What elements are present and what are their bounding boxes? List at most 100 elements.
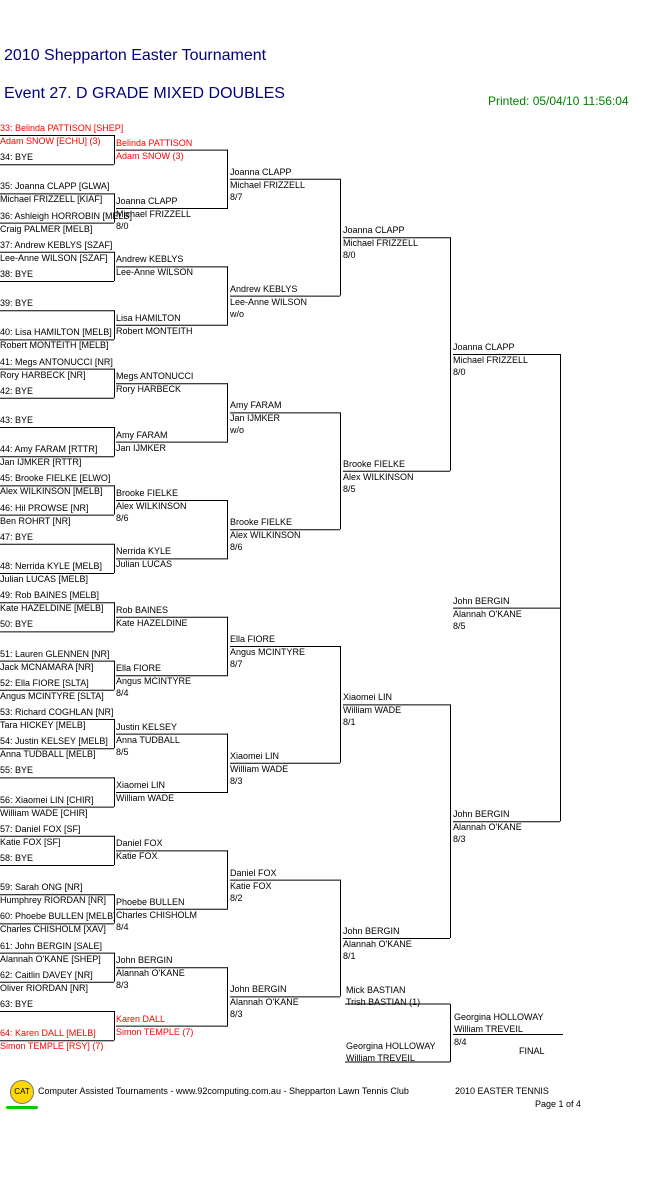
r3-entry-2-player-b: Lee-Anne WILSON (230, 296, 308, 307)
r1-entry-59-player-a: 59: Sarah ONG [NR] (0, 882, 83, 893)
r2-entry-3-player-a: Andrew KEBLYS (116, 254, 184, 265)
r1-entry-51-player-b: Jack MCNAMARA [NR] (0, 661, 94, 672)
r1-entry-51-player-a: 51: Lauren GLENNEN [NR] (0, 648, 110, 659)
r6-entry-player-a: John BERGIN (453, 595, 510, 606)
r2-entry-14-player-a: Phoebe BULLEN (116, 896, 185, 907)
r2-entry-7-score: 8/6 (116, 513, 129, 523)
r1-entry-57-player-b: Katie FOX [SF] (0, 836, 61, 847)
r4-entry-2-player-a: Brooke FIELKE (343, 458, 406, 469)
r3-entry-7-player-a: Daniel FOX (230, 867, 277, 878)
r3-entry-6-score: 8/3 (230, 775, 243, 786)
r2-entry-14-score: 8/4 (116, 921, 129, 932)
r4-entry-2-player-b: Alex WILKINSON (343, 471, 414, 482)
r4-entry-4-score: 8/1 (343, 951, 356, 961)
final-top-player-b: Trish BASTIAN (1) (346, 997, 421, 1007)
r2-entry-16-player-b: Simon TEMPLE (7) (116, 1026, 194, 1037)
r4-entry-3-score: 8/1 (343, 717, 356, 728)
r3-entry-7-score: 8/2 (230, 892, 243, 903)
r3-entry-1-player-a: Joanna CLAPP (230, 166, 292, 177)
r1-entry-46-player-a: 46: Hil PROWSE [NR] (0, 502, 89, 513)
r1-entry-36-player-b: Craig PALMER [MELB] (0, 223, 93, 234)
r1-entry-35-player-a: 35: Joanna CLAPP [GLWA] (0, 181, 110, 192)
r1-entry-42-player-a: 42: BYE (0, 385, 34, 396)
r3-entry-5-player-b: Angus MCINTYRE (230, 647, 306, 657)
r2-entry-8-player-b: Julian LUCAS (116, 559, 173, 570)
r1-entry-64-player-b: Simon TEMPLE [RSY] (7) (0, 1041, 104, 1052)
r3-entry-4-player-a: Brooke FIELKE (230, 517, 293, 528)
r1-entry-45-player-b: Alex WILKINSON [MELB] (0, 486, 103, 497)
r2-entry-3-player-b: Lee-Anne WILSON (116, 267, 194, 278)
r1-entry-55-player-a: 55: BYE (0, 765, 34, 776)
final-winner-score: 8/4 (454, 1037, 467, 1047)
event-title: Event 27. D GRADE MIXED DOUBLES (4, 85, 285, 102)
r2-entry-15-player-a: John BERGIN (116, 955, 173, 966)
r2-entry-15-score: 8/3 (116, 980, 129, 991)
r1-entry-39-player-a: 39: BYE (0, 298, 34, 309)
r2-entry-6-player-a: Amy FARAM (116, 429, 168, 440)
r2-entry-14-player-b: Charles CHISHOLM (116, 909, 198, 920)
r5-entry-1-player-b: Michael FRIZZELL (453, 355, 529, 365)
r1-entry-35-player-b: Michael FRIZZELL [KIAF] (0, 194, 103, 205)
r1-entry-52-player-a: 52: Ella FIORE [SLTA] (0, 677, 89, 688)
r3-entry-5-player-a: Ella FIORE (230, 634, 276, 644)
final-bottom-player-b: William TREVEIL (346, 1053, 415, 1063)
r3-entry-6-player-b: William WADE (230, 763, 289, 774)
r2-entry-7-player-a: Brooke FIELKE (116, 488, 179, 498)
r2-entry-10-player-a: Ella FIORE (116, 663, 162, 674)
r1-entry-60-player-a: 60: Phoebe BULLEN [MELB] (0, 911, 116, 922)
r4-entry-2-score: 8/5 (343, 483, 356, 494)
r1-entry-47-player-a: 47: BYE (0, 531, 34, 542)
r3-entry-5-score: 8/7 (230, 659, 243, 669)
printed-timestamp: Printed: 05/04/10 11:56:04 (488, 94, 629, 108)
r2-entry-6-player-b: Jan IJMKER (116, 442, 167, 453)
r2-entry-8-player-a: Nerrida KYLE (116, 546, 172, 557)
r2-entry-5-player-a: Megs ANTONUCCI (116, 371, 194, 382)
footer-tournament: 2010 EASTER TENNIS (455, 1086, 549, 1096)
r2-entry-7-player-b: Alex WILKINSON (116, 501, 187, 511)
logo-underline (6, 1106, 38, 1109)
r4-entry-1-player-b: Michael FRIZZELL (343, 238, 419, 249)
final-top-player-a: Mick BASTIAN (346, 985, 406, 995)
r6-entry-score: 8/5 (453, 620, 466, 631)
r1-entry-44-player-a: 44: Amy FARAM [RTTR] (0, 444, 98, 455)
r5-entry-2-score: 8/3 (453, 834, 466, 845)
r4-entry-3-player-a: Xiaomei LIN (343, 692, 393, 703)
r1-entry-57-player-a: 57: Daniel FOX [SF] (0, 823, 81, 834)
r2-entry-11-score: 8/5 (116, 746, 129, 757)
r1-entry-43-player-a: 43: BYE (0, 415, 34, 425)
r3-entry-6-player-a: Xiaomei LIN (230, 750, 280, 761)
r1-entry-45-player-a: 45: Brooke FIELKE [ELWO] (0, 473, 111, 484)
r1-entry-62-player-b: Oliver RIORDAN [NR] (0, 982, 89, 993)
final-winner-player-a: Georgina HOLLOWAY (454, 1012, 544, 1022)
r1-entry-37-player-b: Lee-Anne WILSON [SZAF] (0, 252, 108, 263)
r1-entry-44-player-b: Jan IJMKER [RTTR] (0, 457, 82, 468)
final-label: FINAL (519, 1046, 545, 1056)
r6-entry-player-b: Alannah O'KANE (453, 608, 522, 619)
r1-entry-48-player-b: Julian LUCAS [MELB] (0, 574, 89, 584)
r1-entry-37-player-a: 37: Andrew KEBLYS [SZAF] (0, 239, 113, 250)
r5-entry-1-player-a: Joanna CLAPP (453, 342, 515, 352)
r1-entry-41-player-b: Rory HARBECK [NR] (0, 369, 86, 380)
r2-entry-9-player-b: Kate HAZELDINE (116, 617, 188, 628)
cat-logo-text: CAT (14, 1087, 30, 1096)
r2-entry-2-player-a: Joanna CLAPP (116, 196, 178, 206)
r1-entry-49-player-b: Kate HAZELDINE [MELB] (0, 603, 104, 614)
r1-entry-53-player-a: 53: Richard COGHLAN [NR] (0, 707, 114, 717)
r1-entry-40-player-a: 40: Lisa HAMILTON [MELB] (0, 327, 112, 338)
r3-entry-4-score: 8/6 (230, 542, 243, 553)
r2-entry-2-player-b: Michael FRIZZELL (116, 209, 192, 219)
r5-entry-2-player-a: John BERGIN (453, 809, 510, 820)
r1-entry-49-player-a: 49: Rob BAINES [MELB] (0, 590, 100, 601)
tournament-title: 2010 Shepparton Easter Tournament (4, 47, 267, 64)
cat-logo: CAT (10, 1080, 34, 1104)
r4-entry-3-player-b: William WADE (343, 705, 402, 716)
r2-entry-10-score: 8/4 (116, 688, 129, 699)
r2-entry-1-player-a: Belinda PATTISON (116, 137, 193, 148)
r2-entry-9-player-a: Rob BAINES (116, 604, 169, 615)
footer-software: Computer Assisted Tournaments - www.92co… (38, 1086, 409, 1096)
r2-entry-4-player-b: Robert MONTEITH (116, 325, 193, 336)
r3-entry-1-score: 8/7 (230, 191, 243, 202)
r3-entry-8-player-b: Alannah O'KANE (230, 997, 299, 1008)
r1-entry-62-player-a: 62: Caitlin DAVEY [NR] (0, 969, 93, 980)
r2-entry-4-player-a: Lisa HAMILTON (116, 312, 181, 323)
